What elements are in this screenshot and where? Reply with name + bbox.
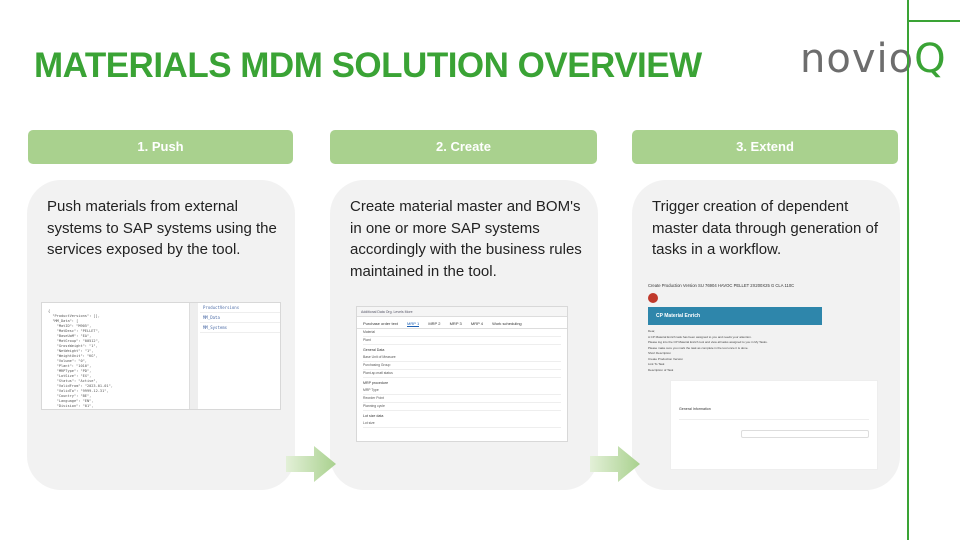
step-card-push: Push materials from external systems to … (27, 180, 295, 490)
json-object-item[interactable]: ProductVersions (200, 303, 280, 313)
page-title: MATERIALS MDM SOLUTION OVERVIEW (34, 46, 702, 85)
sap-field: Plant (363, 338, 561, 345)
json-object-item[interactable]: MM_Systems (200, 323, 280, 333)
step-card-create: Create material master and BOM's in one … (330, 180, 598, 490)
logo-mark: Q (914, 36, 947, 82)
email-line: Dear, (648, 329, 656, 333)
logo: novioQ (800, 36, 947, 82)
sap-field: Base Unit of Measure (363, 355, 561, 362)
arrow-right-icon (590, 446, 640, 482)
sap-field: Lot size (363, 421, 561, 428)
json-editor-pane: { "ProductVersions": [], "MM_Data": [ "M… (42, 303, 190, 409)
json-code: { "ProductVersions": [], "MM_Data": [ "M… (48, 309, 113, 408)
email-line: Description of Task (648, 367, 674, 372)
step-header-extend: 3. Extend (632, 130, 898, 164)
workflow-form-screenshot: General Information (670, 380, 878, 470)
sap-section-title: Lot size data (363, 414, 384, 418)
email-line: Please make sure you mark the task as co… (648, 345, 749, 350)
json-object-item[interactable]: MM_Data (200, 313, 280, 323)
email-line[interactable]: Link To Task (648, 362, 665, 366)
sap-field: Reorder Point (363, 396, 561, 403)
step-description: Push materials from external systems to … (47, 198, 277, 258)
form-section-title: General Information (679, 407, 711, 411)
step-card-extend: Trigger creation of dependent master dat… (632, 180, 900, 490)
arrow-right-icon (286, 446, 336, 482)
sap-section-title: MRP procedure (363, 381, 389, 385)
sap-field: Purchasing Group (363, 363, 561, 370)
sap-tab-bar: Purchase order text MRP 1 MRP 2 MRP 3 MR… (357, 317, 567, 329)
form-row (679, 414, 869, 420)
step-description: Create material master and BOM's in one … (350, 198, 582, 280)
step-header-push: 1. Push (28, 130, 293, 164)
json-screenshot: { "ProductVersions": [], "MM_Data": [ "M… (41, 302, 281, 410)
sap-field: MRP Type (363, 388, 561, 395)
workflow-email-title: Create Production Version SU 76904 HAVOC… (648, 283, 795, 288)
sap-field: Material (363, 330, 561, 337)
step-header-create: 2. Create (330, 130, 597, 164)
email-line: Create Production Version (648, 356, 684, 361)
email-line: Short Description (648, 351, 672, 355)
sap-tab[interactable]: MRP 3 (449, 321, 462, 326)
workflow-screenshot: Create Production Version SU 76904 HAVOC… (642, 278, 828, 474)
sap-tab-active[interactable]: MRP 1 (407, 321, 420, 327)
workflow-banner: CP Material Enrich (648, 307, 822, 325)
step-description: Trigger creation of dependent master dat… (652, 198, 878, 258)
form-select[interactable] (741, 430, 869, 438)
accent-horizontal-line (907, 20, 960, 22)
sap-tab[interactable]: Purchase order text (363, 321, 398, 326)
sap-tab[interactable]: MRP 4 (470, 321, 484, 326)
sap-section-title: General Data (363, 348, 385, 352)
json-scrollbar[interactable] (190, 303, 198, 409)
sap-field: Planning cycle (363, 404, 561, 411)
email-line: A CP Material Enrich task has been assig… (648, 334, 752, 339)
sap-screenshot: Additional Data Org. Levels More Purchas… (356, 306, 568, 442)
email-line: Please log into the CP Material Enrich t… (648, 340, 768, 344)
accent-vertical-line (907, 0, 909, 540)
sap-toolbar: Additional Data Org. Levels More (357, 307, 567, 317)
sap-tab[interactable]: MRP 2 (428, 321, 441, 326)
sender-avatar (648, 293, 658, 303)
sap-field: Plant-sp.matl status (363, 371, 561, 378)
json-object-list: ProductVersions MM_Data MM_Systems (200, 303, 280, 409)
sap-tab[interactable]: Work scheduling (492, 321, 522, 326)
logo-text: novio (800, 36, 915, 82)
